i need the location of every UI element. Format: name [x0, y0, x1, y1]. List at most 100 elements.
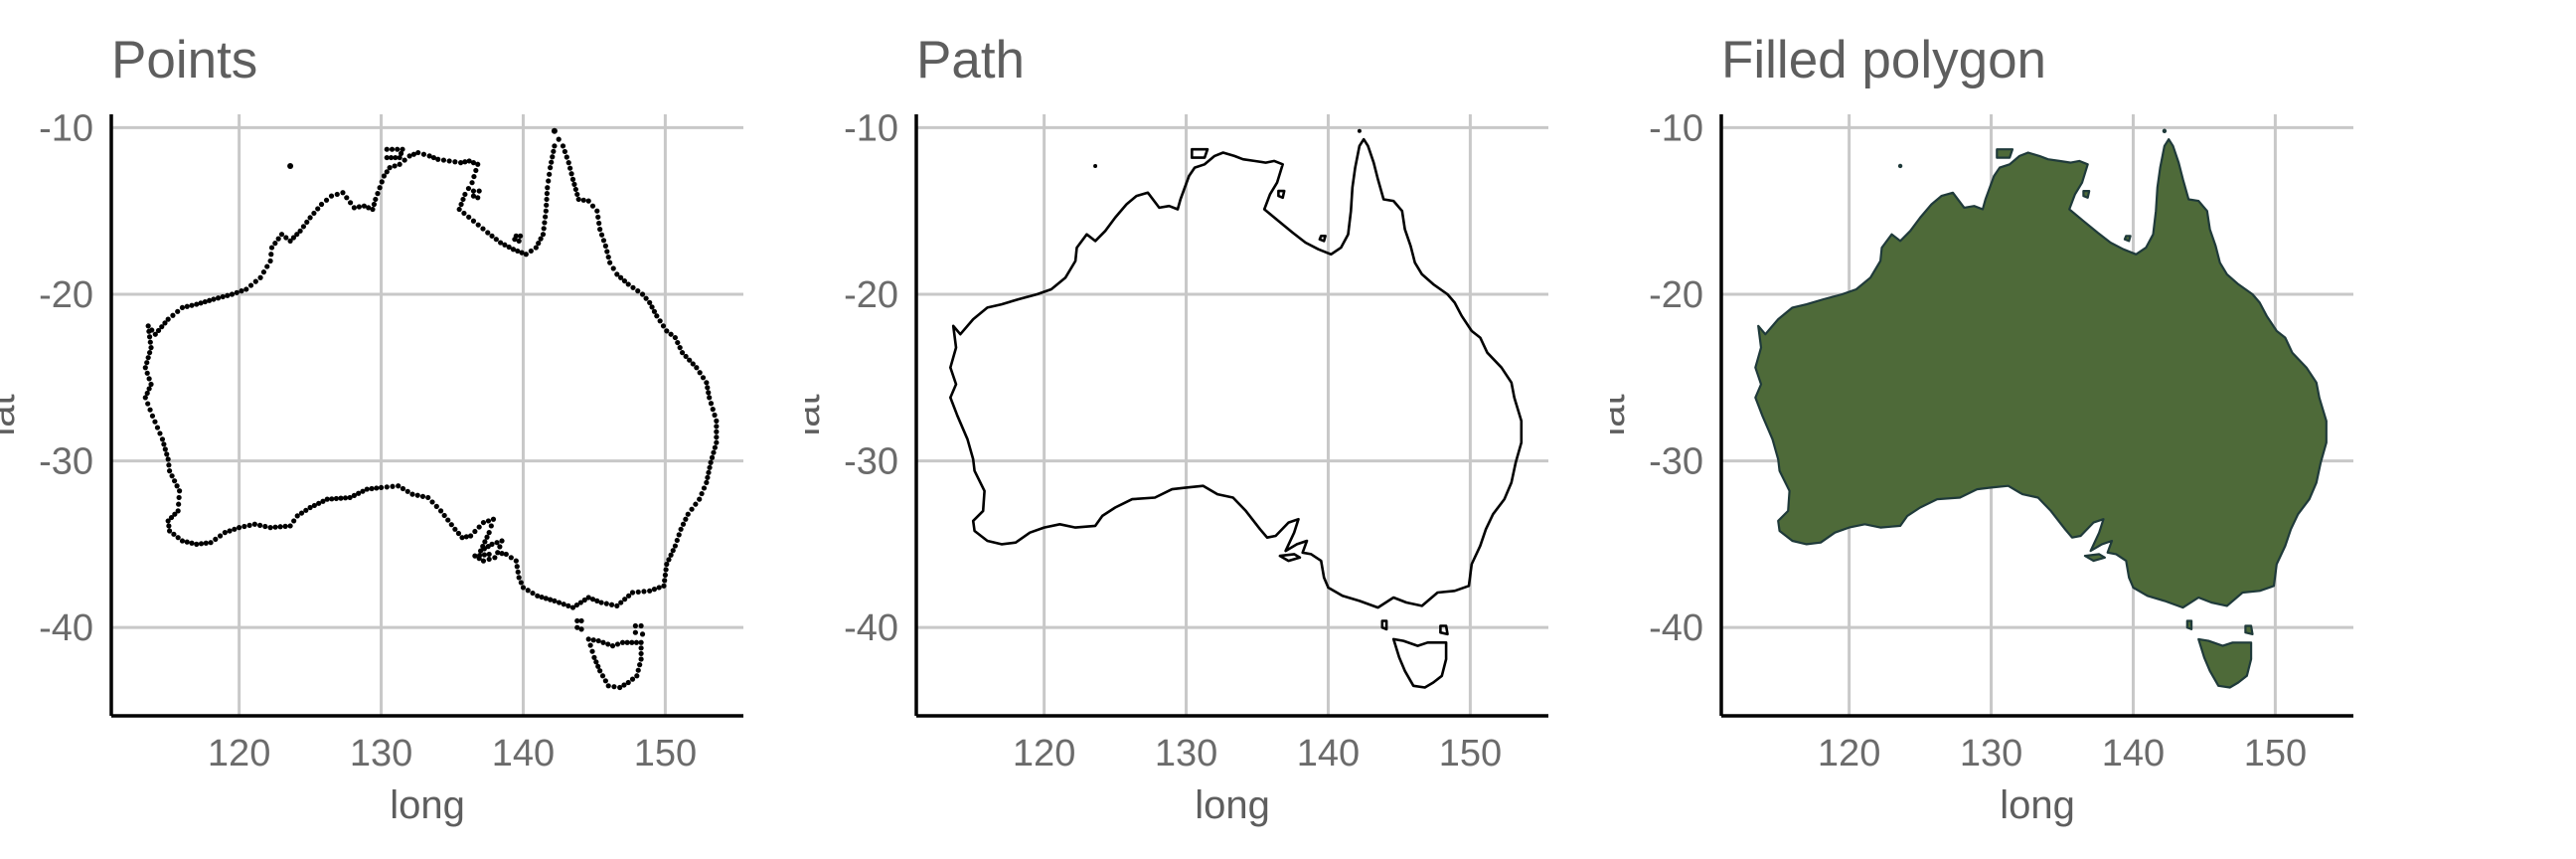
- data-point: [577, 600, 583, 605]
- data-point: [272, 524, 278, 530]
- data-point: [476, 188, 482, 194]
- data-point: [639, 631, 646, 637]
- data-point: [573, 601, 580, 608]
- data-point: [179, 538, 186, 544]
- data-point: [189, 540, 195, 546]
- data-point: [638, 639, 644, 645]
- data-point: [229, 291, 236, 297]
- data-point: [184, 303, 190, 309]
- data-point: [152, 331, 158, 337]
- data-point: [166, 523, 172, 529]
- data-point: [578, 617, 584, 624]
- data-point: [543, 208, 549, 214]
- data-point: [712, 444, 719, 450]
- data-point: [697, 496, 703, 502]
- data-point: [660, 323, 667, 329]
- data-point: [1897, 163, 1903, 169]
- data-point: [621, 277, 628, 284]
- data-point: [614, 602, 620, 608]
- data-point: [243, 286, 249, 292]
- data-point: [166, 462, 172, 468]
- data-point: [272, 241, 278, 247]
- data-point: [381, 173, 388, 179]
- data-point: [567, 165, 573, 171]
- data-point: [492, 555, 498, 561]
- data-point: [260, 269, 267, 275]
- data-point: [547, 171, 553, 177]
- data-point: [551, 148, 557, 154]
- data-point: [175, 308, 181, 314]
- data-point: [635, 589, 641, 596]
- data-point: [641, 589, 647, 595]
- data-point: [146, 350, 153, 356]
- data-point: [643, 295, 649, 301]
- data-point: [452, 526, 458, 532]
- data-point: [147, 407, 153, 413]
- data-point: [581, 597, 587, 603]
- data-point: [304, 219, 310, 225]
- data-point: [605, 683, 611, 689]
- data-point: [433, 503, 439, 509]
- data-point: [166, 468, 173, 474]
- data-point: [379, 179, 385, 185]
- data-point: [589, 648, 595, 654]
- data-point: [700, 375, 707, 381]
- data-point: [533, 245, 539, 251]
- data-point: [539, 594, 545, 601]
- data-point: [294, 513, 300, 519]
- data-point: [701, 485, 708, 491]
- data-point: [657, 318, 663, 324]
- data-point: [473, 167, 479, 174]
- data-point: [506, 244, 512, 251]
- data-point: [257, 274, 263, 280]
- data-point: [714, 439, 720, 445]
- data-point: [707, 464, 713, 470]
- data-point: [320, 498, 326, 504]
- data-point: [633, 639, 640, 645]
- data-point: [591, 654, 597, 660]
- data-point: [472, 528, 478, 535]
- data-point: [463, 534, 469, 540]
- x-tick-label: 140: [1297, 733, 1360, 774]
- data-point: [142, 365, 148, 371]
- data-point: [404, 488, 410, 494]
- data-point: [239, 288, 244, 294]
- data-point: [594, 208, 600, 214]
- filled-polygon: [2185, 619, 2193, 630]
- data-point: [415, 149, 421, 156]
- data-point: [311, 502, 317, 509]
- x-tick-label: 120: [1013, 733, 1075, 774]
- data-point: [456, 206, 462, 213]
- y-tick-label: -40: [39, 607, 93, 649]
- data-point: [361, 203, 367, 209]
- data-point: [706, 390, 712, 396]
- data-point: [629, 676, 636, 682]
- path-line: [949, 137, 1524, 609]
- data-point: [674, 537, 680, 544]
- filled-polygon: [1996, 148, 2014, 159]
- data-point: [490, 516, 497, 522]
- y-tick-label: -20: [844, 274, 898, 316]
- data-point: [435, 156, 441, 162]
- data-point: [621, 682, 627, 688]
- data-point: [508, 555, 514, 561]
- data-point: [544, 191, 551, 197]
- data-point: [485, 544, 491, 550]
- data-point: [683, 516, 689, 522]
- path-line: [1277, 189, 1286, 200]
- data-point: [448, 522, 454, 528]
- data-point: [392, 163, 398, 169]
- data-point: [147, 339, 153, 345]
- data-point: [177, 488, 183, 494]
- data-point: [203, 540, 209, 546]
- y-tick-label: -30: [39, 441, 93, 483]
- data-point: [708, 401, 715, 407]
- data-point: [556, 136, 562, 142]
- data-point: [596, 220, 602, 227]
- data-point: [535, 593, 541, 599]
- data-point: [551, 127, 558, 134]
- data-point: [170, 312, 176, 318]
- data-point: [562, 148, 567, 155]
